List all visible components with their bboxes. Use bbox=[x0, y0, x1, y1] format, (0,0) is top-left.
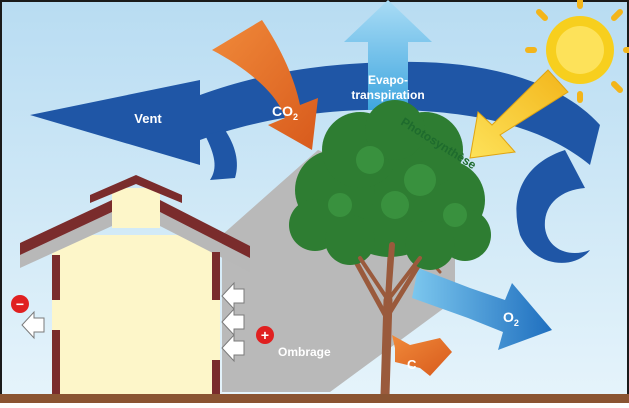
sun-icon bbox=[525, 0, 629, 103]
o2-label: O2 bbox=[503, 309, 519, 328]
house-chimney bbox=[112, 188, 160, 228]
plus-sign: + bbox=[261, 327, 269, 343]
heat-in-arrows bbox=[221, 281, 245, 363]
carbon-label: C bbox=[407, 357, 417, 372]
o2-arrow bbox=[412, 268, 552, 350]
plus-icon: + bbox=[256, 326, 274, 344]
evapotranspiration-label-line2: transpiration bbox=[351, 88, 424, 102]
evapotranspiration-arrow bbox=[344, 0, 432, 110]
minus-sign: − bbox=[16, 296, 24, 312]
tree-canopy-highlights bbox=[328, 146, 467, 227]
heat-out-arrow bbox=[21, 310, 45, 340]
minus-icon: − bbox=[11, 295, 29, 313]
roof-right bbox=[160, 212, 250, 272]
roof-left bbox=[20, 212, 112, 268]
ground bbox=[0, 394, 629, 403]
shade-label: Ombrage bbox=[278, 345, 331, 359]
house bbox=[20, 175, 250, 395]
evapotranspiration-label-line1: Evapo- bbox=[368, 73, 408, 87]
wind-label: Vent bbox=[134, 111, 162, 126]
co2-label: CO2 bbox=[272, 103, 298, 122]
chimney-roof bbox=[90, 175, 182, 203]
house-wall bbox=[52, 235, 220, 395]
sunlight-arrow bbox=[469, 69, 569, 159]
carbon-arrow bbox=[392, 335, 452, 376]
co2-arrow bbox=[212, 20, 318, 150]
